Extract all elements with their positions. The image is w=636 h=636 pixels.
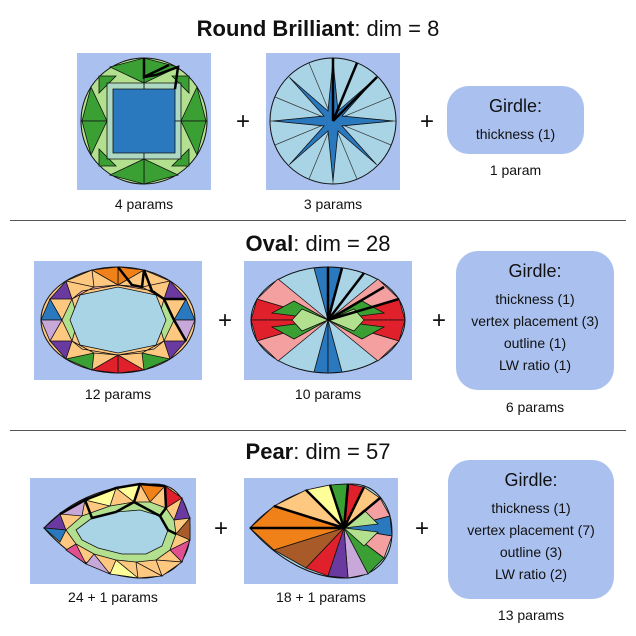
- girdle-param: outline (3): [499, 544, 563, 560]
- plus-sign: +: [213, 515, 228, 542]
- dim-label: : dim = 8: [354, 16, 440, 41]
- girdle-caption: 13 params: [497, 607, 565, 623]
- plus-sign: +: [419, 108, 434, 135]
- pear-pavilion-diagram: [244, 478, 398, 584]
- plus-sign: +: [235, 108, 250, 135]
- pear-pavilion-facets: [248, 483, 393, 579]
- girdle-caption: 6 params: [505, 399, 565, 415]
- crown-caption: 4 params: [114, 196, 174, 212]
- oval-pavilion-highlight: [326, 267, 400, 322]
- round-crown-facets: [81, 57, 207, 185]
- oval-girdle-box: Girdle: thickness (1) vertex placement (…: [456, 251, 614, 390]
- section-title-pear: Pear: dim = 57: [0, 439, 636, 465]
- round-crown-diagram: [77, 53, 211, 190]
- pear-girdle-box: Girdle: thickness (1) vertex placement (…: [448, 460, 614, 599]
- dim-label: : dim = 28: [293, 231, 391, 256]
- shape-name: Pear: [245, 439, 294, 464]
- pear-crown-facets: [42, 483, 191, 579]
- girdle-param: LW ratio (2): [494, 566, 568, 582]
- girdle-param: outline (1): [503, 335, 567, 351]
- round-girdle-box: Girdle: thickness (1): [447, 86, 584, 154]
- round-pavilion-highlight: [331, 58, 378, 122]
- pavilion-caption: 3 params: [303, 196, 363, 212]
- shape-name: Oval: [245, 231, 294, 256]
- girdle-param: vertex placement (7): [467, 522, 595, 538]
- oval-pavilion-diagram: [244, 261, 412, 380]
- round-crown-highlight: [142, 58, 180, 90]
- plus-sign: +: [217, 307, 232, 334]
- girdle-title: Girdle:: [508, 261, 562, 281]
- crown-caption: 24 + 1 params: [68, 589, 158, 605]
- plus-sign: +: [414, 515, 429, 542]
- pear-pavilion-highlight: [250, 483, 381, 530]
- girdle-title: Girdle:: [488, 96, 542, 116]
- oval-crown-facets: [40, 266, 196, 374]
- section-title-round: Round Brilliant: dim = 8: [0, 16, 636, 42]
- oval-pavilion-facets: [250, 266, 406, 374]
- pavilion-caption: 18 + 1 params: [276, 589, 366, 605]
- round-pavilion-diagram: [266, 53, 400, 190]
- oval-crown-diagram: [34, 261, 202, 380]
- girdle-param: vertex placement (3): [471, 313, 599, 329]
- crown-caption: 12 params: [84, 386, 152, 402]
- girdle-param: thickness (1): [491, 500, 571, 516]
- section-divider: [10, 220, 626, 221]
- dim-label: : dim = 57: [293, 439, 391, 464]
- pear-crown-diagram: [30, 478, 196, 584]
- pavilion-caption: 10 params: [294, 386, 362, 402]
- section-divider: [10, 430, 626, 431]
- girdle-param: thickness (1): [475, 126, 556, 142]
- pear-crown-highlight: [59, 482, 177, 536]
- plus-sign: +: [431, 307, 446, 334]
- girdle-caption: 1 param: [489, 162, 542, 178]
- girdle-title: Girdle:: [504, 470, 558, 490]
- shape-name: Round Brilliant: [196, 16, 355, 41]
- section-title-oval: Oval: dim = 28: [0, 231, 636, 257]
- girdle-param: LW ratio (1): [498, 357, 572, 373]
- girdle-param: thickness (1): [495, 291, 575, 307]
- oval-crown-highlight: [117, 266, 188, 342]
